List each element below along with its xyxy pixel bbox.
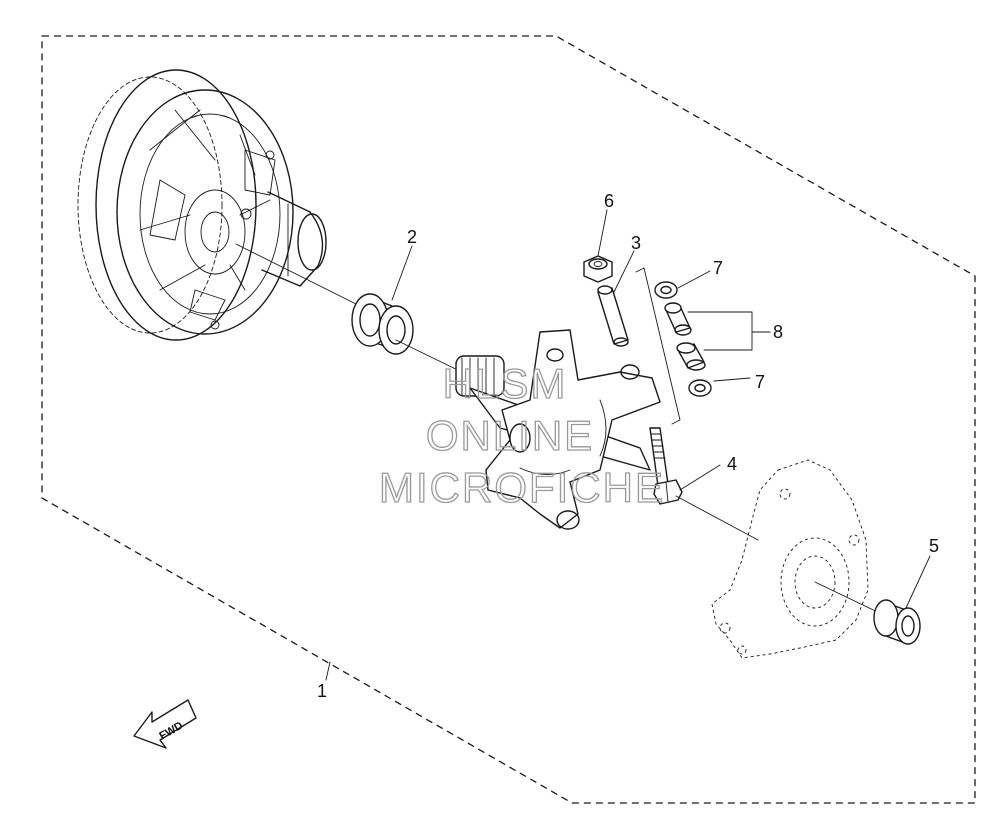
part-7-washer-upper[interactable] xyxy=(654,281,678,299)
callout-2: 2 xyxy=(407,227,417,247)
axis-line-c xyxy=(675,495,759,541)
cover-plate[interactable] xyxy=(711,459,869,659)
callout-4: 4 xyxy=(727,454,737,474)
part-8-roller-upper[interactable] xyxy=(664,302,692,336)
callout-5: 6 xyxy=(604,191,614,211)
leader-lines xyxy=(325,209,931,681)
part-5-nut[interactable] xyxy=(583,255,613,283)
callout-7-upper: 7 xyxy=(713,258,723,278)
callout-3: 3 xyxy=(631,233,641,253)
watermark-line-1: HLSM xyxy=(443,360,568,407)
watermark-line-2: ONLINE xyxy=(426,412,594,459)
cam-arm-assembly[interactable] xyxy=(455,329,661,530)
watermark-line-3: MICROFICHE xyxy=(379,464,665,511)
part-2-bushing[interactable] xyxy=(351,293,414,355)
callout-1: 1 xyxy=(317,681,327,701)
callout-8: 8 xyxy=(773,322,783,342)
part-4-bolt[interactable] xyxy=(649,427,683,505)
part-1-housing[interactable] xyxy=(77,69,327,341)
part-6-bushing[interactable] xyxy=(873,599,921,645)
part-3-pin[interactable] xyxy=(597,285,629,347)
fwd-direction-arrow: FWD xyxy=(133,699,197,749)
watermark: HLSM ONLINE MICROFICHE xyxy=(378,359,665,511)
callout-7-lower: 7 xyxy=(755,372,765,392)
callout-6: 5 xyxy=(929,536,939,556)
bracket-left xyxy=(635,267,681,425)
part-7-washer-lower[interactable] xyxy=(688,379,712,397)
axis-line-a xyxy=(235,243,373,313)
part-8-roller-lower[interactable] xyxy=(676,342,706,371)
assembly-boundary xyxy=(41,35,976,804)
